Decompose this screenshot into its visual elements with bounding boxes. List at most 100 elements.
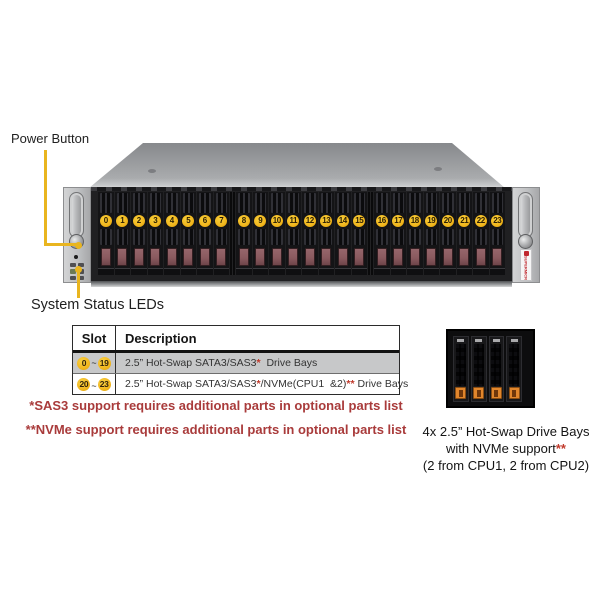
drive-bay: 15 [351,192,368,275]
bay-latch [117,248,128,266]
bay-latch [376,248,387,266]
bay-vent [304,229,316,245]
bay-latch [199,248,210,266]
description-cell: 2.5” Hot-Swap SATA3/SAS3* Drive Bays [116,353,399,373]
power-button-label: Power Button [11,131,90,146]
bay-bottom [473,268,489,275]
bay-number-row: 15 [352,213,368,228]
nvme-bays-figure [446,329,535,408]
status-leds-callout-line [77,268,80,298]
bay-number-row: 22 [473,213,489,228]
tray-vent [509,344,520,386]
nvme-caption-asterisk: ** [555,441,566,456]
bay-vent [199,193,211,213]
slot-range-separator: ~ [91,381,97,391]
description-cell: 2.5” Hot-Swap SATA3/SAS3*/NVMe(CPU1 &2)*… [116,374,408,394]
thumb-screw [518,234,533,249]
bay-latch [150,248,161,266]
tray-label [457,339,465,342]
bay-vent [353,229,365,245]
drive-bay: 6 [197,192,213,275]
bay-bottom [180,268,196,275]
tray-vent [455,344,466,386]
power-button-callout-line [44,150,47,246]
bay-vent [475,229,487,245]
bay-number-row: 8 [236,213,252,228]
bay-number-badge: 4 [165,214,178,227]
sas3-footnote: *SAS3 support requires additional parts … [29,398,403,413]
table-row: 20 ~ 23 2.5” Hot-Swap SATA3/SAS3*/NVMe(C… [73,373,408,394]
bay-number-row: 9 [253,213,269,228]
drive-bay: 8 [236,192,252,275]
bay-number-badge: 0 [99,214,112,227]
bay-number-badge: 19 [425,214,438,227]
bay-latch [393,248,404,266]
bay-vent [100,193,112,213]
tray-label [475,339,483,342]
bay-number-badge: 18 [408,214,421,227]
drive-bay: 18 [407,192,423,275]
drive-bay: 17 [390,192,406,275]
bay-latch [475,248,486,266]
brand-strip: SUPERMICRO [520,249,532,281]
bay-bottom [197,268,213,275]
nvme-caption-line1: 4x 2.5” Hot-Swap Drive Bays [422,424,590,439]
brand-text: SUPERMICRO [523,256,529,281]
bay-vent [182,229,194,245]
bay-bottom [302,268,318,275]
bay-bottom [318,268,334,275]
chassis-screw [434,167,442,171]
description-text: 2.5” Hot-Swap SATA3/SAS3 [125,378,257,390]
bay-bottom [114,268,130,275]
slot-number-badge: 19 [97,356,111,370]
tray-latch-orange [473,387,485,399]
bay-latch [100,248,111,266]
bay-bottom [374,268,390,275]
bay-number-row: 1 [115,213,131,228]
bay-group-separator [368,192,373,275]
bay-vent [238,229,250,245]
bay-bottom [351,268,367,275]
bay-number-row: 0 [98,213,114,228]
bay-vent [442,193,454,213]
bay-latch [409,248,420,266]
slot-number-badge: 0 [77,356,91,370]
bay-number-row: 2 [131,213,147,228]
drive-bay: 10 [269,192,285,275]
bay-vent [254,193,266,213]
chassis-bottom-rail [91,281,512,287]
nvme-drive-tray [470,336,487,402]
bay-number-badge: 22 [474,214,487,227]
bay-vent [166,193,178,213]
status-led-dot [70,269,76,274]
bay-number-badge: 13 [320,214,333,227]
status-led-dot [78,275,84,280]
tray-latch-button [476,389,481,397]
bay-vent [271,229,283,245]
bay-vent [287,229,299,245]
bay-latch [442,248,453,266]
bay-number-badge: 7 [215,214,228,227]
bay-vent [215,229,227,245]
bay-vent [238,193,250,213]
bay-number-row: 14 [335,213,351,228]
bay-number-badge: 23 [491,214,504,227]
drive-bay: 4 [164,192,180,275]
tray-label [492,339,500,342]
status-led-dot [70,275,76,280]
drive-bay: 13 [318,192,334,275]
nvme-drive-tray [488,336,505,402]
tray-label [510,339,518,342]
bay-latch [337,248,348,266]
bay-number-badge: 8 [237,214,250,227]
drive-bay: 23 [489,192,505,275]
bay-vent [409,229,421,245]
bay-number-row: 20 [440,213,456,228]
bay-vent [425,229,437,245]
description-text: Drive Bays [260,357,318,369]
bay-latch [459,248,470,266]
bay-latch [426,248,437,266]
nvme-caption-line3: (2 from CPU1, 2 from CPU2) [422,458,590,473]
status-led-dot [78,263,84,268]
bay-number-row: 7 [214,213,230,228]
